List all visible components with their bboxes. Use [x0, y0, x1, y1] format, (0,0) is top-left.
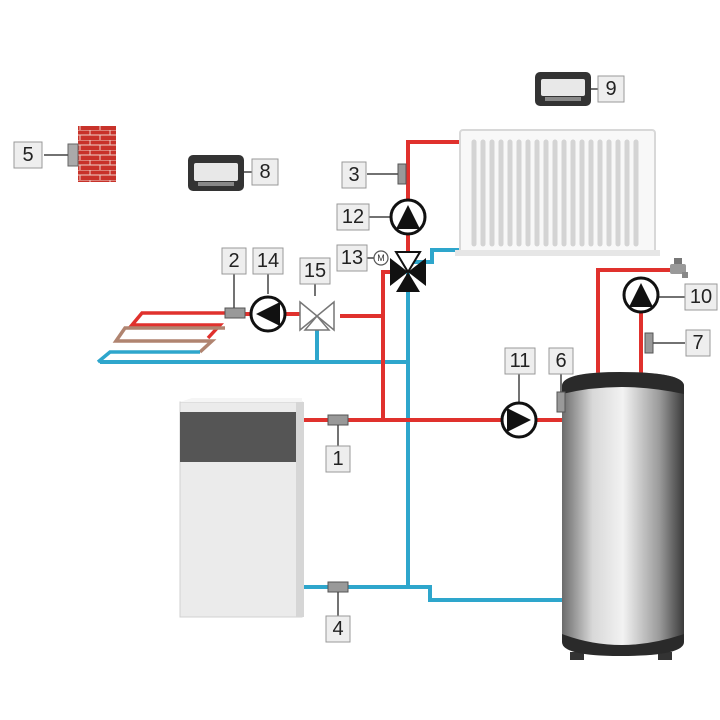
floor-heating-loops: [96, 311, 225, 364]
sensor-6-probe: [556, 391, 566, 413]
pump-10: [622, 276, 660, 314]
pump-12: [389, 198, 427, 236]
cold-pipes: [100, 248, 660, 602]
label-3-text: 3: [348, 164, 359, 186]
sensor-7-probe: [644, 332, 654, 354]
label-13: 13: [336, 244, 368, 272]
hot-water-tank: [562, 372, 684, 660]
label-2: 2: [221, 247, 247, 275]
sensor-1-probe: [327, 414, 349, 426]
valve-13: M: [373, 250, 426, 292]
controller-8: [188, 155, 244, 191]
label-6: 6: [548, 347, 574, 375]
label-5-text: 5: [22, 144, 33, 166]
valve-15: [299, 300, 335, 332]
tap-icon: [670, 258, 688, 278]
motor-symbol: M: [377, 253, 385, 263]
label-4-text: 4: [332, 618, 343, 640]
pump-14: [249, 295, 287, 333]
label-12-text: 12: [342, 206, 364, 228]
label-5: 5: [13, 141, 43, 169]
label-9-text: 9: [605, 78, 616, 100]
label-1: 1: [325, 445, 351, 473]
label-6-text: 6: [555, 350, 566, 372]
label-13-text: 13: [341, 247, 363, 269]
label-14-text: 14: [257, 250, 279, 272]
radiator: [455, 129, 660, 256]
label-8-text: 8: [259, 161, 270, 183]
label-3: 3: [341, 161, 367, 189]
label-9: 9: [597, 75, 625, 103]
label-11-text: 11: [510, 350, 531, 372]
boiler: [179, 398, 304, 618]
motor-icon: [373, 250, 389, 266]
label-15: 15: [299, 257, 331, 285]
label-7-text: 7: [692, 332, 703, 354]
pump-11: [500, 401, 538, 439]
label-2-text: 2: [228, 250, 239, 272]
sensor-4-probe: [327, 581, 349, 593]
label-12: 12: [336, 203, 370, 231]
label-10-text: 10: [690, 286, 712, 308]
label-14: 14: [252, 247, 284, 275]
label-1-text: 1: [332, 448, 343, 470]
sensor-2-probe: [224, 307, 246, 319]
controller-9: [535, 72, 591, 106]
label-15-text: 15: [304, 260, 326, 282]
label-8: 8: [251, 158, 279, 186]
label-7: 7: [685, 329, 711, 357]
label-10: 10: [684, 283, 718, 311]
label-4: 4: [325, 615, 351, 643]
sensor-3-probe: [397, 163, 407, 185]
label-11: 11: [504, 347, 536, 375]
outdoor-wall-icon: [67, 126, 116, 182]
